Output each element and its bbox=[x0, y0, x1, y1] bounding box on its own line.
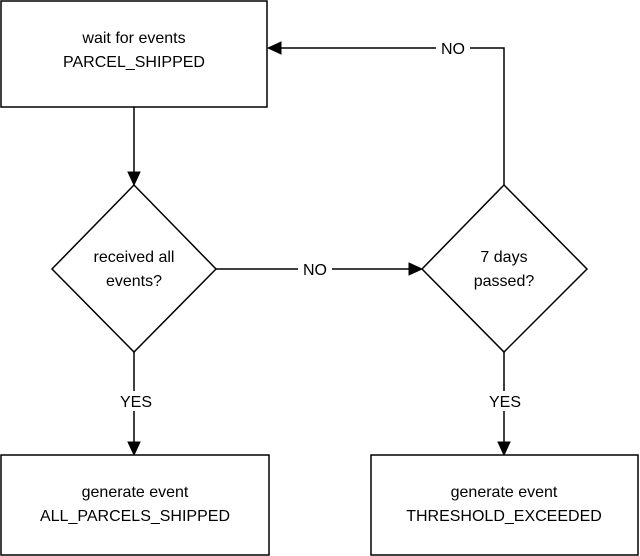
node-wait-for-events[interactable]: wait for events PARCEL_SHIPPED bbox=[0, 0, 268, 108]
node-received-line2: events? bbox=[106, 273, 162, 290]
arrowhead bbox=[127, 171, 141, 187]
node-generate-threshold-exceeded[interactable]: generate event THRESHOLD_EXCEEDED bbox=[370, 454, 639, 556]
node-threshold-line1: generate event bbox=[451, 484, 558, 501]
arrowhead bbox=[497, 441, 511, 457]
edge-wait-to-received bbox=[127, 107, 141, 187]
arrowhead bbox=[266, 41, 282, 55]
node-all-shipped-line1: generate event bbox=[82, 484, 189, 501]
node-all-shipped-line2: ALL_PARCELS_SHIPPED bbox=[40, 508, 230, 525]
node-seven-days-passed[interactable]: 7 days passed? bbox=[420, 183, 589, 354]
edge-received-to-days: NO bbox=[216, 259, 424, 279]
edge-label-yes: YES bbox=[489, 394, 521, 411]
edge-label-yes: YES bbox=[120, 394, 152, 411]
arrowhead bbox=[127, 441, 141, 457]
node-threshold-line2: THRESHOLD_EXCEEDED bbox=[406, 508, 602, 525]
edge-label-no: NO bbox=[441, 41, 465, 58]
edge-days-to-threshold: YES bbox=[484, 352, 526, 457]
node-days-line2: passed? bbox=[474, 273, 535, 290]
node-wait-line1: wait for events bbox=[81, 30, 185, 47]
arrowhead bbox=[408, 262, 424, 276]
edge-received-to-all-shipped: YES bbox=[114, 352, 156, 457]
node-received-all-events[interactable]: received all events? bbox=[50, 183, 218, 354]
edge-days-to-wait: NO bbox=[266, 38, 505, 185]
node-received-line1: received all bbox=[94, 249, 175, 266]
node-generate-all-parcels-shipped[interactable]: generate event ALL_PARCELS_SHIPPED bbox=[0, 454, 270, 556]
edge-label-no: NO bbox=[303, 262, 327, 279]
node-days-line1: 7 days bbox=[480, 249, 527, 266]
node-wait-line2: PARCEL_SHIPPED bbox=[63, 54, 205, 71]
